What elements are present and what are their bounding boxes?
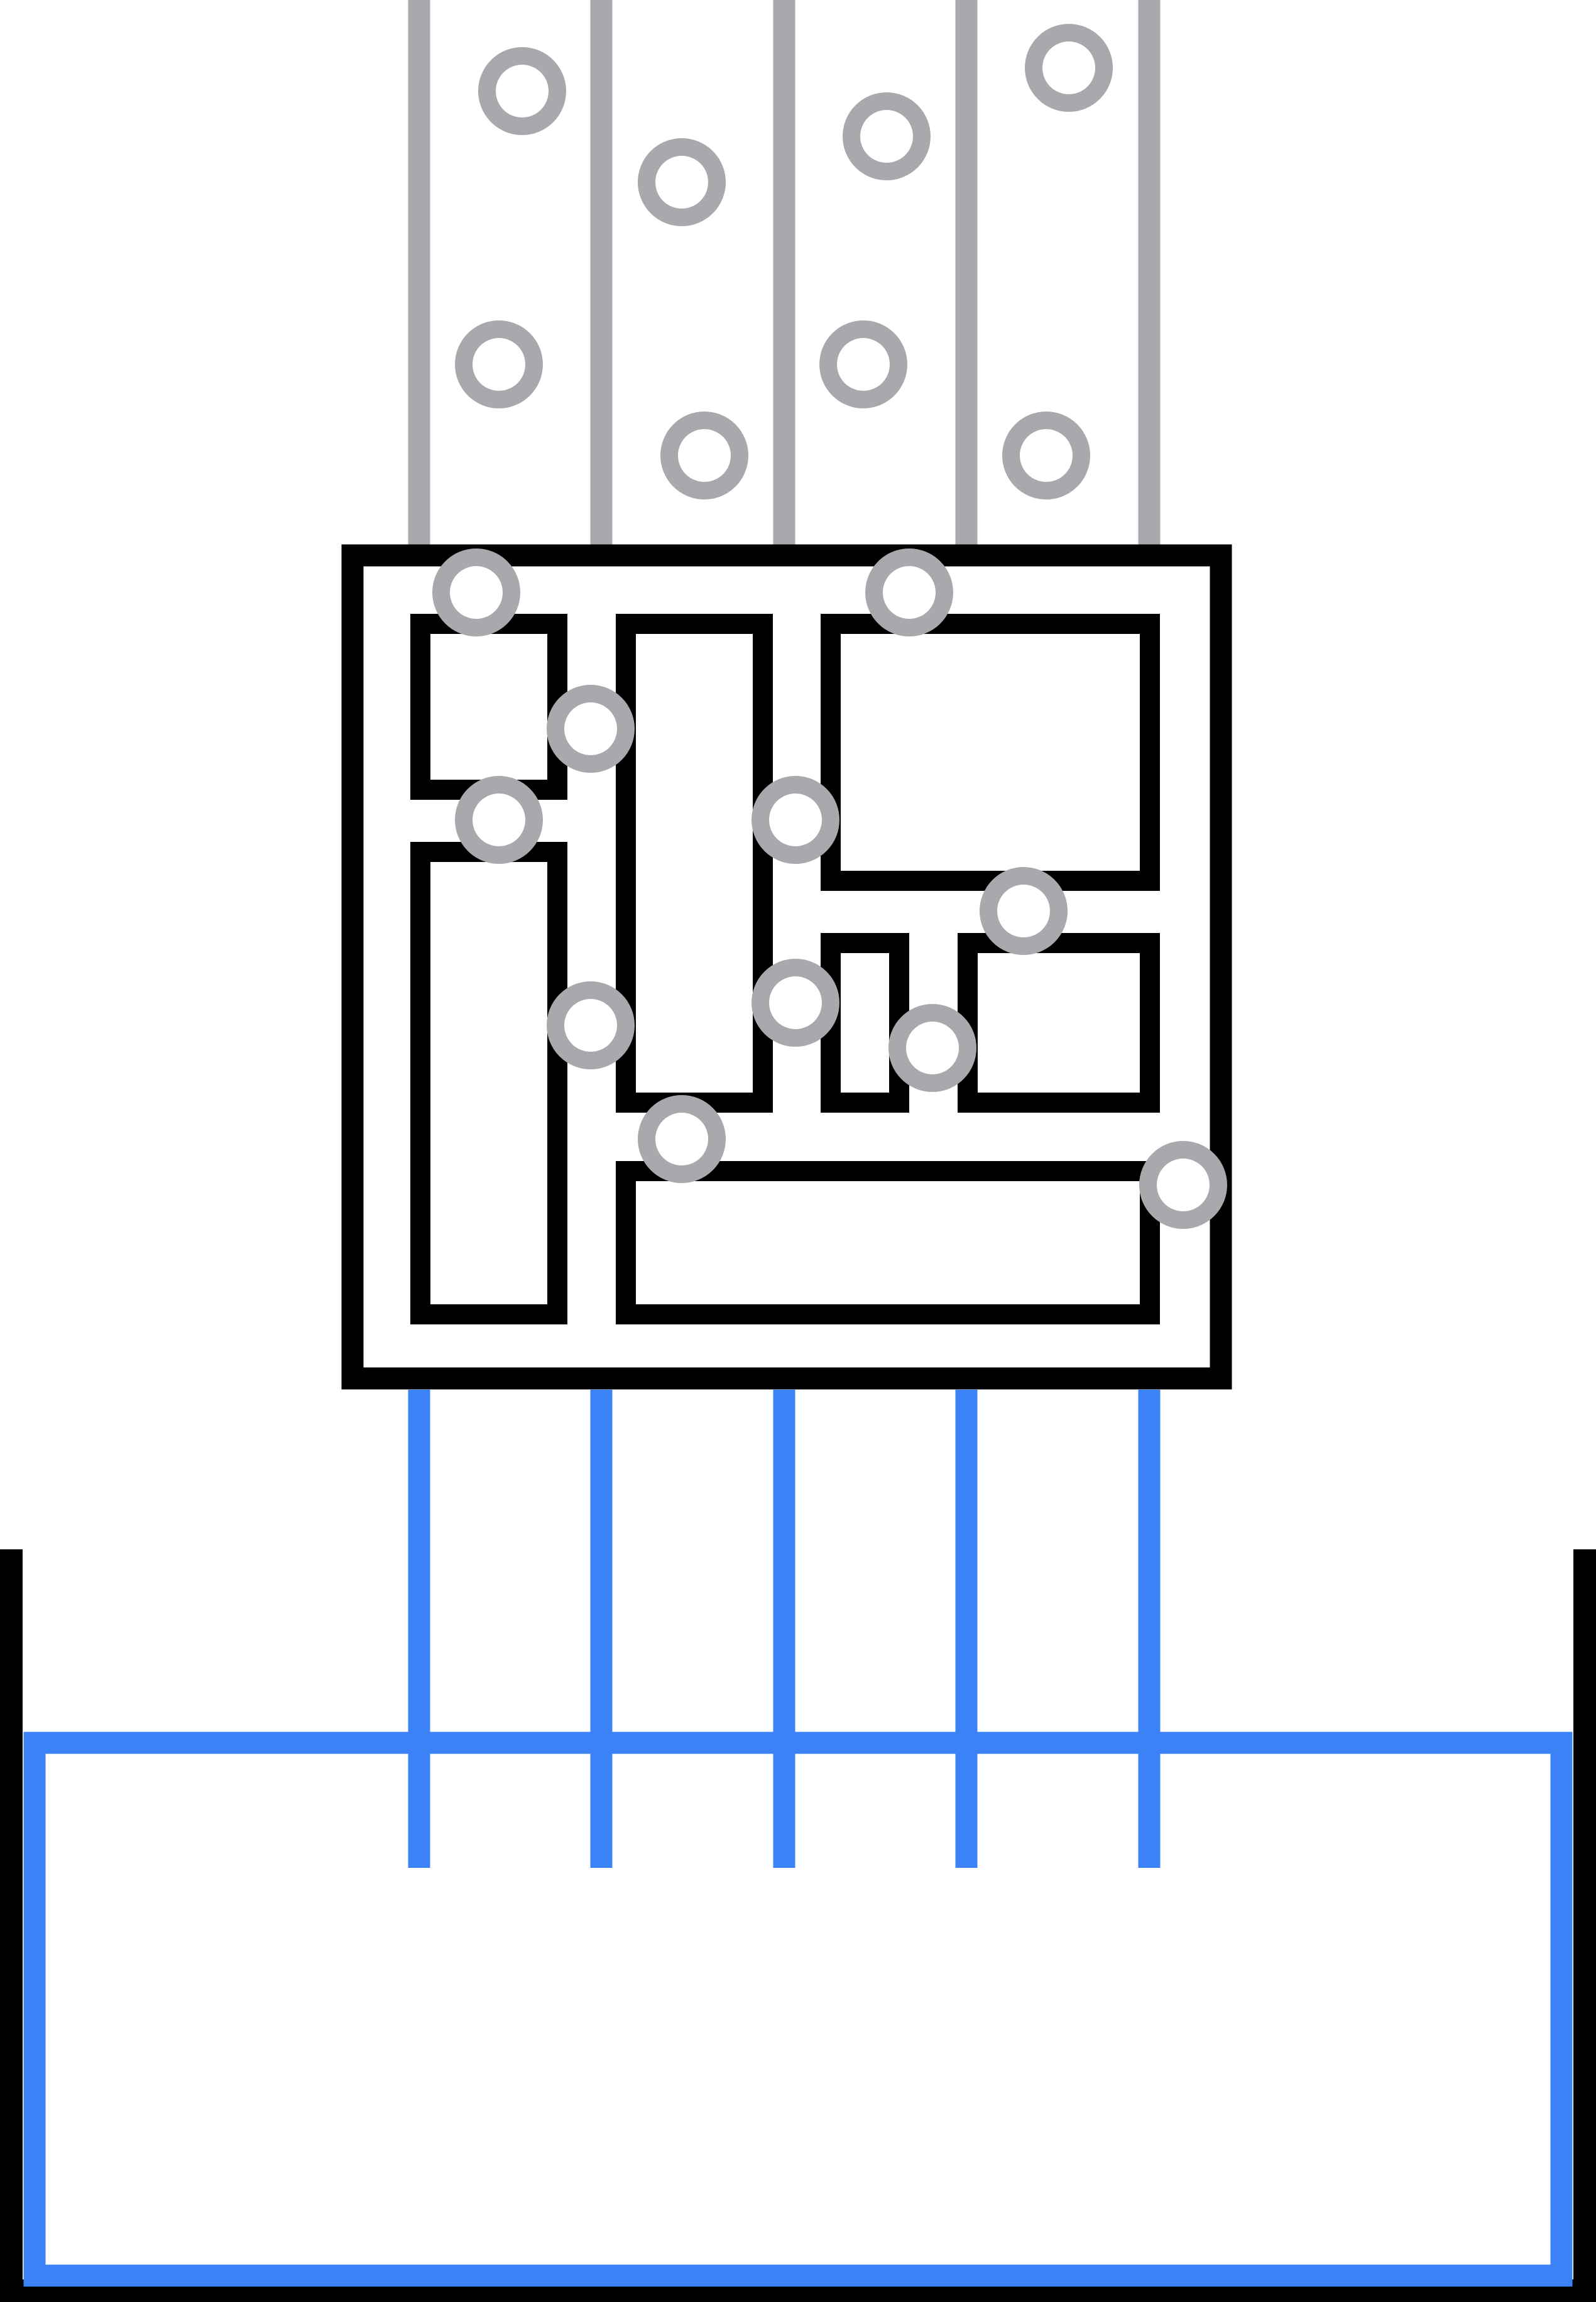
trapped-particle (432, 548, 520, 636)
particle (819, 320, 907, 408)
particle (478, 47, 566, 135)
input-pipes (408, 0, 1161, 551)
trapped-particles (432, 548, 1227, 1229)
filter-chamber (821, 614, 1160, 891)
trapped-particle (865, 548, 953, 636)
trapped-particle (455, 776, 543, 864)
particle (455, 320, 543, 408)
filter-chamber (616, 1161, 1160, 1324)
output-pipes (408, 1390, 1161, 1868)
particle (1002, 412, 1090, 499)
filter-frame (341, 544, 1232, 1390)
trapped-particle (547, 685, 635, 773)
trapped-particle (888, 1004, 976, 1092)
collection-tank (0, 1549, 1596, 2302)
trapped-particle (547, 981, 635, 1069)
tank-wall (0, 1549, 1596, 2302)
clean-liquid (23, 1732, 1573, 2287)
trapped-particle (1139, 1141, 1227, 1229)
particle (638, 138, 726, 226)
particle (843, 92, 931, 180)
trapped-particle (980, 867, 1068, 955)
particle (1025, 24, 1113, 112)
trapped-particle (752, 959, 839, 1047)
trapped-particle (752, 776, 839, 864)
trapped-particle (638, 1095, 726, 1183)
free-particles (455, 24, 1113, 499)
particle (660, 412, 748, 499)
